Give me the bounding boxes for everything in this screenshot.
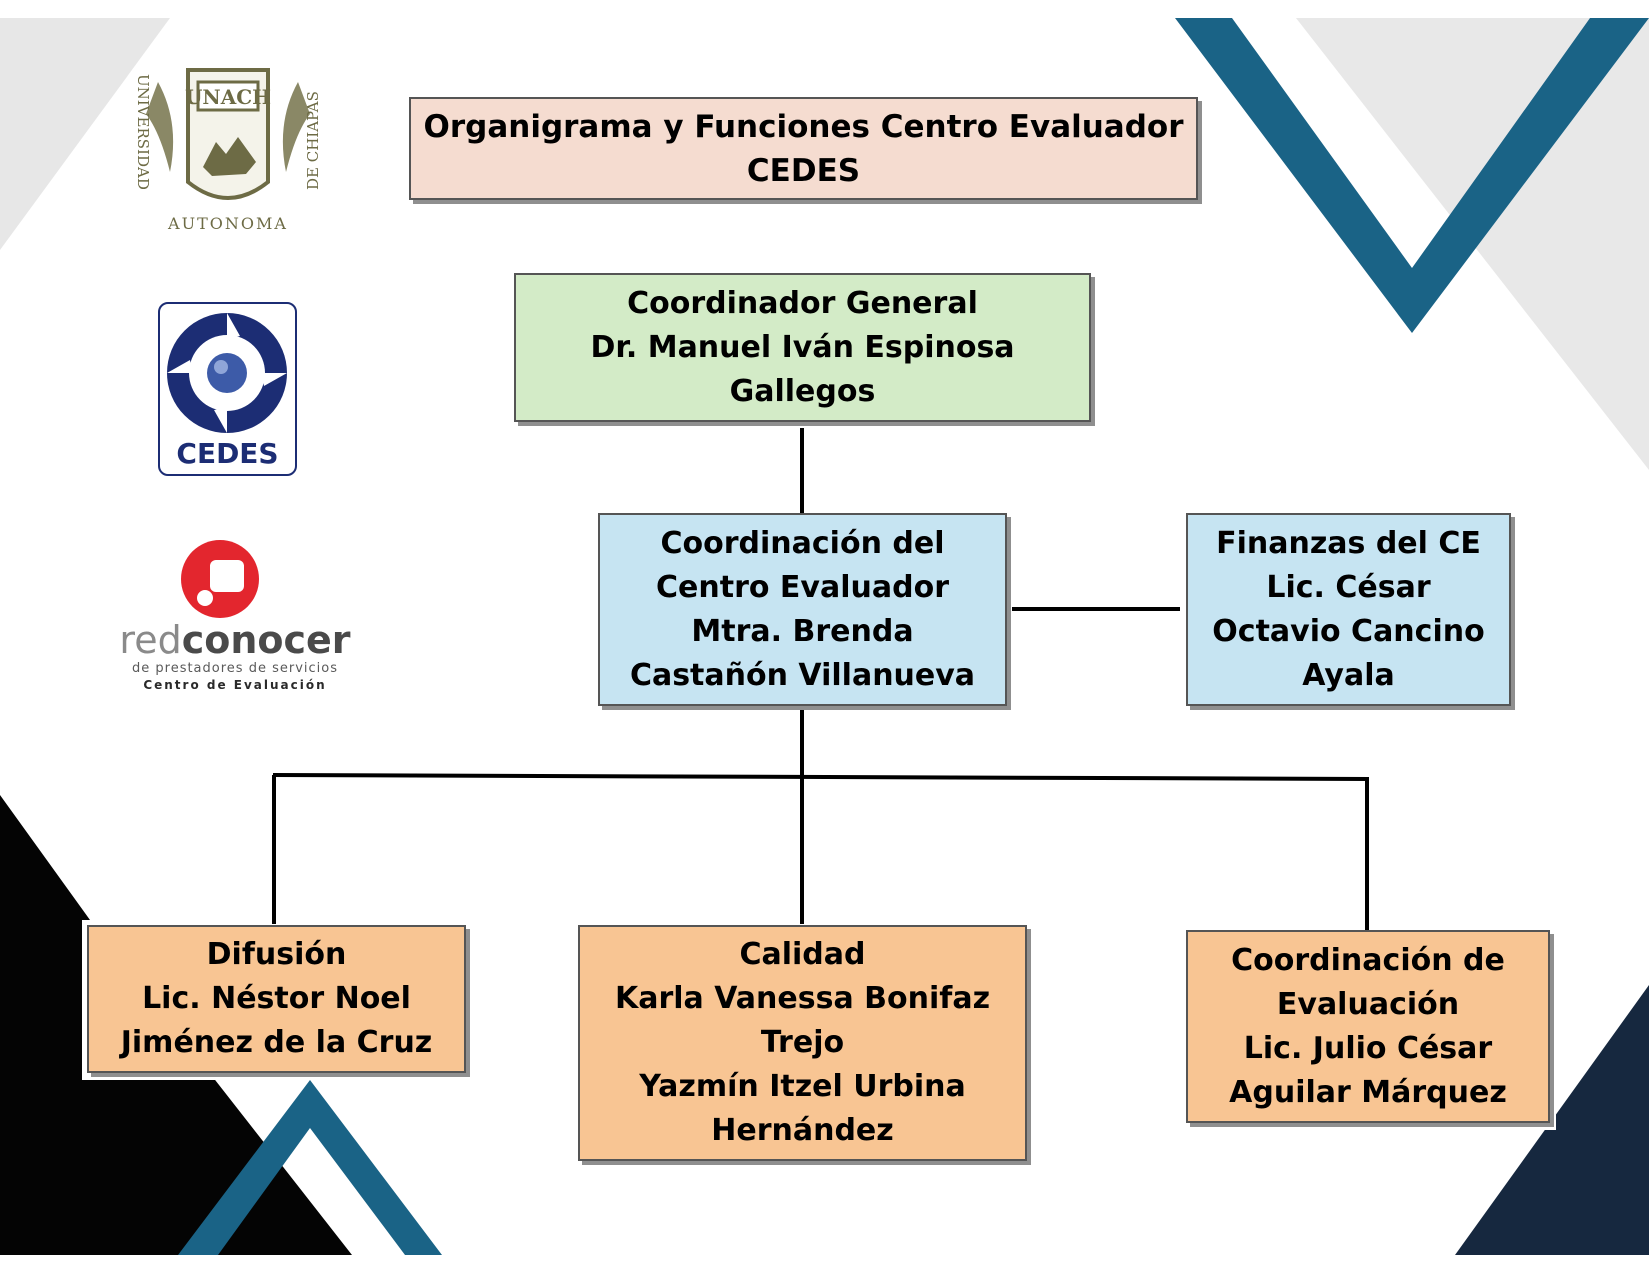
node-line: Mtra. Brenda [691,613,914,649]
red-conocer-subline-2: Centro de Evaluación [143,678,327,692]
red-conocer-word-light: red [119,618,182,662]
svg-text:UNACH: UNACH [185,85,271,109]
svg-text:UNIVERSIDAD: UNIVERSIDAD [134,74,152,190]
node-line: Evaluación [1276,986,1460,1022]
cedes-logo: CEDES [158,302,297,476]
node-line: Hernández [711,1113,894,1148]
node-line: Gallegos [729,373,876,409]
node-line: Coordinador General [627,285,978,321]
unach-logo: UNACH UNIVERSIDAD DE CHIAPAS AUTONOMA [134,68,322,233]
node-line: Lic. Néstor Noel [142,981,411,1016]
svg-text:DE CHIAPAS: DE CHIAPAS [304,91,322,190]
red-conocer-emblem-icon [181,540,259,618]
cedes-logo-label: CEDES [176,437,279,470]
node-line: Ayala [1302,657,1395,693]
node-line: Lic. Julio César [1243,1030,1493,1066]
cedes-emblem-icon [167,313,287,433]
node-line: Trejo [760,1025,845,1060]
node-line: Dr. Manuel Iván Espinosa [590,329,1015,365]
diagram-title: Organigrama y Funciones Centro Evaluador… [409,97,1198,200]
node-line: Jiménez de la Cruz [120,1025,433,1060]
red-conocer-subline-1: de prestadores de servicios [132,661,338,676]
node-line: Coordinación del [660,525,945,561]
node-difusion: Difusión Lic. Néstor Noel Jiménez de la … [87,925,466,1073]
red-conocer-wordmark: redconocer [100,618,370,662]
title-line-1: Organigrama y Funciones Centro Evaluador [423,108,1184,145]
node-line: Lic. César [1266,569,1431,605]
node-line: Coordinación de [1231,942,1505,978]
svg-text:AUTONOMA: AUTONOMA [167,214,288,233]
node-line: Castañón Villanueva [629,657,976,693]
node-finanzas: Finanzas del CE Lic. César Octavio Canci… [1186,513,1511,706]
node-line: Calidad [739,937,866,972]
node-line: Centro Evaluador [656,569,949,605]
node-coordinacion-centro: Coordinación del Centro Evaluador Mtra. … [598,513,1007,706]
node-line: Karla Vanessa Bonifaz [614,981,991,1016]
edge-horizontal-bus [272,773,1370,781]
node-line: Difusión [206,937,347,972]
node-line: Yazmín Itzel Urbina [639,1069,966,1104]
node-line: Aguilar Márquez [1229,1074,1507,1110]
node-calidad: Calidad Karla Vanessa Bonifaz Trejo Yazm… [578,925,1027,1161]
red-conocer-logo: redconocer de prestadores de servicios C… [100,540,370,695]
title-line-2: CEDES [746,152,861,189]
red-conocer-word-bold: conocer [181,618,351,662]
node-line: Finanzas del CE [1216,525,1481,561]
node-coordinador-general: Coordinador General Dr. Manuel Iván Espi… [514,273,1091,422]
node-line: Octavio Cancino [1212,613,1485,649]
node-coordinacion-evaluacion: Coordinación de Evaluación Lic. Julio Cé… [1186,930,1550,1123]
